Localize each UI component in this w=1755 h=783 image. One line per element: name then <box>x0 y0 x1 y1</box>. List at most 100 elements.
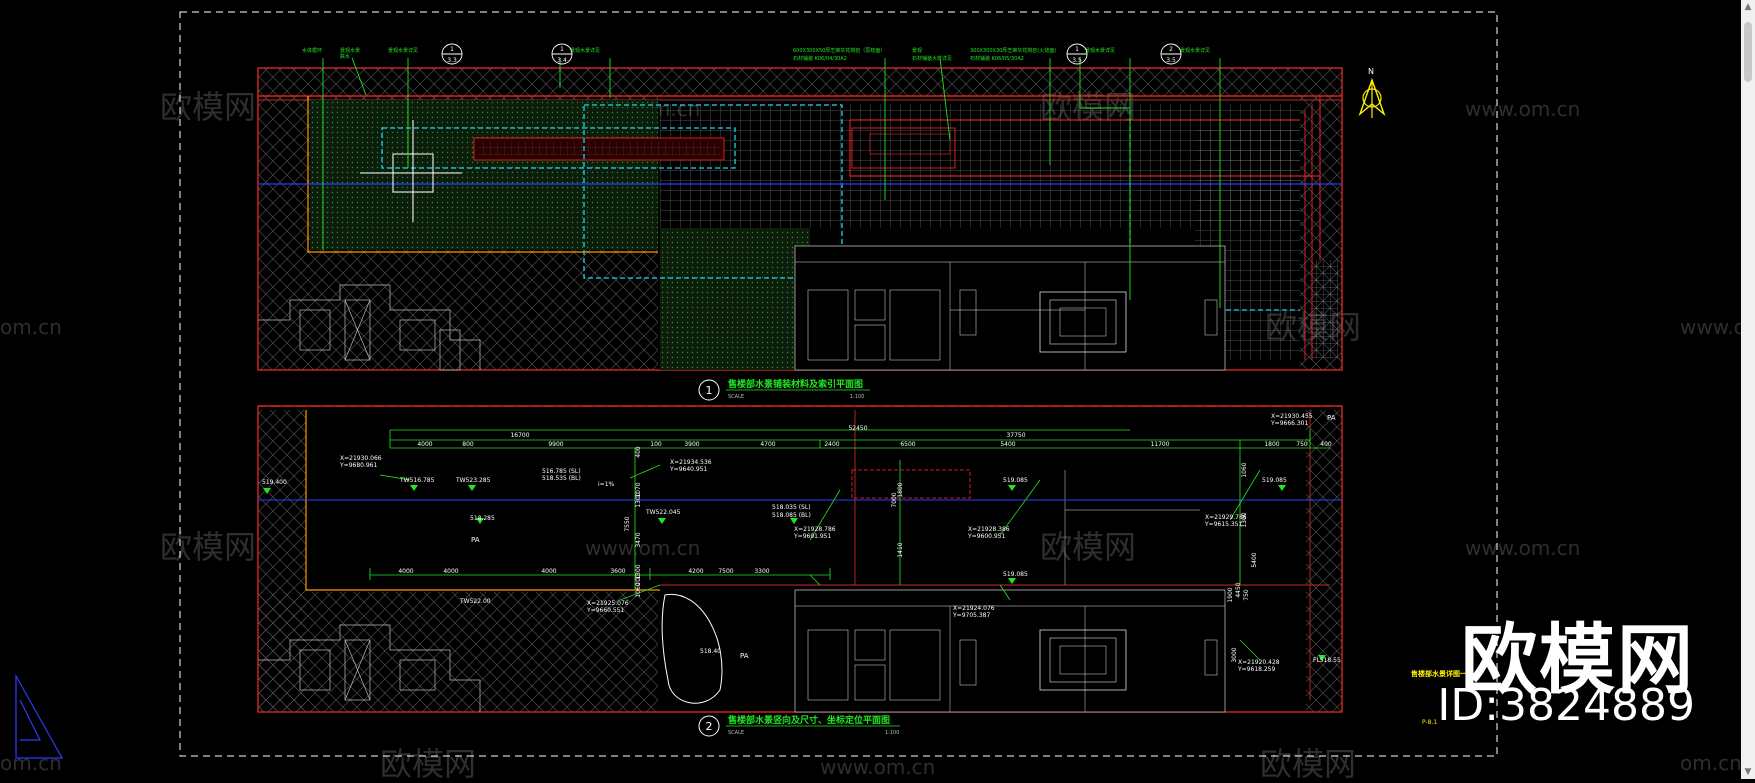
scroll-down-icon[interactable]: ▼ <box>1744 767 1752 777</box>
elevation-label-5: i=1% <box>598 481 615 488</box>
coord-x-2: X=21928.786 <box>794 526 836 533</box>
elevation-label-0: 519.400 <box>262 479 287 486</box>
dim-vert-15: 1900 <box>1227 587 1234 602</box>
svg-text:1: 1 <box>706 384 713 397</box>
dim-top-4: 3900 <box>684 441 699 448</box>
dim-bottom-0: 4000 <box>398 568 413 575</box>
dim-bottom-1: 4000 <box>443 568 458 575</box>
pa-labels: PA PA PA <box>471 414 1336 660</box>
wm-11: www.om.cn <box>1465 536 1580 560</box>
pa-label-3: PA <box>1327 414 1336 422</box>
callout-2: 景观水景 <box>340 47 360 54</box>
dim-top-5: 4700 <box>760 441 775 448</box>
dim-top-1: 800 <box>462 441 474 448</box>
ucs-icon <box>15 673 64 759</box>
callout-4: 景观水景详见 <box>570 47 600 54</box>
wm-10: 欧模网 <box>1040 528 1136 566</box>
dim-vert-4: 3470 <box>635 532 642 547</box>
bubble-2-ref: 1 <box>560 46 564 53</box>
wm-15: om.cn <box>0 751 62 775</box>
elevation-label-11: 519.085 <box>1262 477 1287 484</box>
svg-text:1:100: 1:100 <box>850 394 864 400</box>
callout-8: 景观水景详见 <box>1085 47 1115 54</box>
dim-total-0: 16700 <box>510 432 529 439</box>
dim-top-0: 4000 <box>417 441 432 448</box>
dim-vert-17: 3000 <box>1231 647 1238 662</box>
elevation-label-15: FL518.55 <box>1313 657 1341 664</box>
vertical-scrollbar[interactable]: ▲ ▼ <box>1741 0 1755 779</box>
coord-x-3: X=21928.386 <box>968 526 1010 533</box>
elevation-label-4: 518.535 (BL) <box>542 475 581 482</box>
dim-vert-0: 400 <box>635 446 642 458</box>
dim-top-10: 1800 <box>1264 441 1279 448</box>
wm-14: 欧模网 <box>1260 745 1356 779</box>
callout-6: 景观 <box>912 47 922 54</box>
bubble-4-ref: 2 <box>1169 46 1173 53</box>
brand-id-watermark: ID:3824889 <box>1437 680 1695 731</box>
bubble-3-sheet: 3.5 <box>1072 57 1082 64</box>
dim-top-3: 100 <box>650 441 662 448</box>
plan-1: 水体循环 景观水景 跌水 景观水景详见 景观水景详见 600X300X50厚芝麻… <box>257 43 1386 401</box>
north-arrow: N <box>1358 67 1386 118</box>
elevation-label-3: 516.785 (SL) <box>542 468 581 475</box>
callout-2b: 跌水 <box>340 53 350 60</box>
cursor-crosshair <box>360 120 462 222</box>
elevation-markers <box>263 485 1326 661</box>
dim-vert-1: 1070 <box>635 482 642 497</box>
dim-vert-2: 1300 <box>635 492 642 507</box>
elevation-label-1: TW516.785 <box>399 477 435 484</box>
svg-text:SCALE: SCALE <box>728 394 744 400</box>
dim-top-12: 400 <box>1320 441 1332 448</box>
dim-vert-6: 200 <box>635 574 642 586</box>
plan1-leaders <box>322 57 1221 308</box>
dim-vert-5: 1300 <box>635 564 642 579</box>
coord-x-6: X=21925.076 <box>587 600 629 607</box>
coord-y-2: Y=9691.951 <box>793 533 832 540</box>
pa-label-2: PA <box>740 652 749 660</box>
coord-x-1: X=21934.536 <box>670 459 712 466</box>
plan2-title: 2 售楼部水景竖向及尺寸、坐标定位平面图 SCALE 1:100 <box>698 714 900 737</box>
dim-total-2: 37750 <box>1006 432 1025 439</box>
scrollbar-thumb[interactable] <box>1744 22 1752 82</box>
north-label: N <box>1368 67 1374 76</box>
elevation-label-2: TW523.285 <box>455 477 491 484</box>
plan-2: 2 售楼部水景竖向及尺寸、坐标定位平面图 SCALE 1:100 <box>257 405 1343 737</box>
elevation-label-12: 519.085 <box>1003 571 1028 578</box>
callout-9: 景观水景详见 <box>1180 47 1210 54</box>
coord-x-7: X=21924.076 <box>953 605 995 612</box>
coord-x-0: X=21930.066 <box>340 455 382 462</box>
dim-vert-8: 7000 <box>891 492 898 507</box>
sheet-title-block: 售楼部水景详图一 P-8.1 <box>1411 669 1467 726</box>
brand-logo-watermark: 欧模网 <box>1461 615 1695 704</box>
pa-label-1: PA <box>471 536 480 544</box>
dim-top-7: 6500 <box>900 441 915 448</box>
elevation-label-9: 518.085 (BL) <box>772 512 811 519</box>
coord-x-8: X=21920.428 <box>1238 659 1280 666</box>
wm-5: om.cn <box>0 315 62 339</box>
coord-y-6: Y=9660.551 <box>586 607 625 614</box>
dim-bottom-3: 3600 <box>610 568 625 575</box>
dim-vert-10: 1800 <box>897 482 904 497</box>
dim-vert-14: 4450 <box>1235 582 1242 597</box>
elevation-label-6: 518.285 <box>470 515 495 522</box>
dim-top-8: 5400 <box>1000 441 1015 448</box>
svg-text:1:100: 1:100 <box>885 730 899 736</box>
dim-vert-11: 5400 <box>1251 552 1258 567</box>
wm-3: www.om.cn <box>1465 97 1580 121</box>
svg-text:SCALE: SCALE <box>728 730 744 736</box>
plan1-title-text: 售楼部水景铺装材料及索引平面图 <box>727 378 863 390</box>
dim-bottom-4: 4200 <box>688 568 703 575</box>
wm-13: www.om.cn <box>820 755 935 779</box>
elevation-label-13: TW522.00 <box>459 598 491 605</box>
coord-x-5: X=21929.786 <box>1205 514 1247 521</box>
scroll-up-icon[interactable]: ▲ <box>1744 2 1752 12</box>
dim-total-1: 52450 <box>848 425 867 432</box>
callout-1: 水体循环 <box>302 47 322 54</box>
plan2-title-text: 售楼部水景竖向及尺寸、坐标定位平面图 <box>727 714 890 726</box>
coord-y-5: Y=9615.351 <box>1204 521 1243 528</box>
sheet-title: 售楼部水景详图一 <box>1411 669 1467 678</box>
sheet-number: P-8.1 <box>1422 719 1437 726</box>
